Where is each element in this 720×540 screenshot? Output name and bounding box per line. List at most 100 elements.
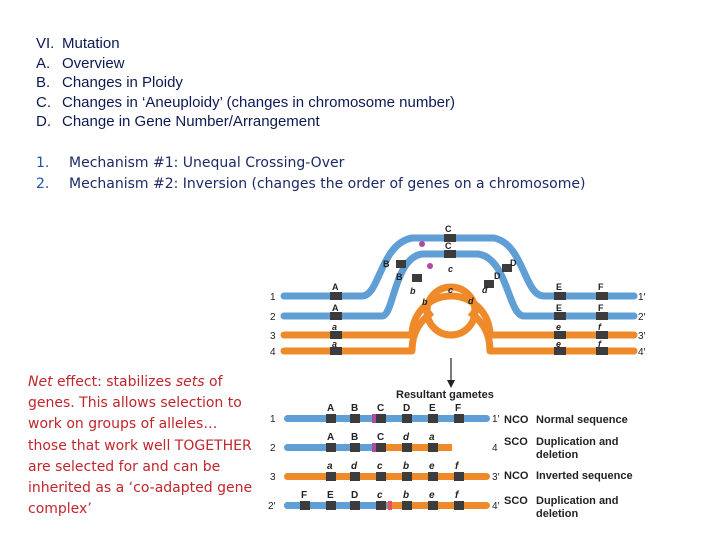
outline-item: D.Change in Gene Number/Arrangement [36,112,455,132]
strand-number-left: 3 [270,331,276,342]
gene-label: F [598,303,604,313]
outline-text: Changes in ‘Aneuploidy’ (changes in chro… [62,93,455,111]
gene-label: f [455,490,460,501]
strand-number-right: 4′ [638,347,646,358]
outline-key: C. [36,93,51,111]
gene-label: B [351,403,358,414]
gamete-number-left: 2 [270,443,276,454]
net-effect-body: of genes. This allows selection to work … [28,374,253,518]
crossover-mark [388,501,392,510]
gene-label: C [445,241,452,251]
mechanism-number: 2. [36,176,50,192]
gene-label: E [556,303,562,313]
gene-label: f [598,339,602,349]
gene-label: b [410,286,416,296]
chromatid-3 [280,292,638,339]
gamete-gene-labels: A B C D E F A B C d a a d c b e f F E D … [301,403,461,501]
gene-label: A [327,403,334,414]
gene-label: d [468,296,474,306]
gamete-number-left: 1 [270,414,276,425]
crossover-mark [372,443,376,452]
gene-label: D [351,490,358,501]
outline-text: Mutation [62,35,120,52]
gamete-number-right: 4 [492,443,498,454]
outline-item: VI. Mutation [36,34,455,54]
net-effect-part: effect: stabilizes [52,374,176,390]
net-effect-sets: sets [175,374,205,390]
gene-label: C [445,224,452,234]
outline-key: VI. [36,35,55,52]
net-effect-lead: Net [28,374,53,390]
gene-label: d [403,432,410,443]
gene-label: E [327,490,334,501]
gene-label: b [403,490,409,501]
strand-number-right: 2′ [638,312,646,323]
gene-label: f [455,461,460,472]
gene-label: E [556,282,562,292]
inversion-loop-diagram: 1 2 3 4 1′ 2′ 3′ 4′ C C B B c c b b D D … [270,224,646,358]
mechanism-number: 1. [36,155,50,171]
gamete-desc: Inverted sequence [536,470,633,482]
gene-label: A [327,432,334,443]
mechanism-text: Mechanism #2: Inversion (changes the ord… [69,176,586,192]
strand-number-left: 1 [270,292,276,303]
strand-number-left: 4 [270,347,276,358]
gene-label: c [448,264,453,274]
gene-label: c [448,285,453,295]
gene-label: e [556,322,561,332]
strand-number-right: 3′ [638,331,646,342]
mechanism-list: 1. Mechanism #1: Unequal Crossing-Over 2.… [36,153,585,195]
gamete-desc: Normal sequence [536,414,628,426]
mechanism-text: Mechanism #1: Unequal Crossing-Over [69,155,345,171]
inversion-loop-inner [423,283,479,339]
chromatid-2 [280,250,638,320]
inversion-figure: 1 2 3 4 1′ 2′ 3′ 4′ C C B B c c b b D D … [268,224,646,520]
gene-label: d [482,285,488,295]
gene-label: a [327,461,333,472]
outline-item: A.Overview [36,54,455,74]
gene-label: B [351,432,358,443]
gamete-number-left: 3 [270,472,276,483]
gamete-gene-bands [300,414,464,510]
gene-label: e [429,490,435,501]
gene-label: D [510,258,517,268]
orange-loop-link [408,309,494,352]
down-arrow-head [447,380,455,388]
gene-label: b [422,297,428,307]
gene-label: e [429,461,435,472]
strand-number-left: 2 [270,312,276,323]
gene-label: a [332,322,337,332]
gamete-rows: 1 2 3 2′ 1′ 4 3′ 4′ A B C D E F A B C d … [268,403,633,520]
mechanism-item: 2. Mechanism #2: Inversion (changes the o… [36,174,585,195]
mechanism-item: 1. Mechanism #1: Unequal Crossing-Over [36,153,585,174]
gamete-number-right: 1′ [492,414,500,425]
gamete-type: NCO [504,414,529,426]
outline-text: Overview [62,54,125,72]
gamete-type: NCO [504,470,529,482]
crossover-point [427,263,433,269]
gene-label: D [403,403,410,414]
gamete-strand-numbers: 1 2 3 2′ 1′ 4 3′ 4′ [268,414,500,512]
outline-text: Change in Gene Number/Arrangement [62,113,320,130]
outline-item: C. Changes in ‘Aneuploidy’ (changes in ch… [36,93,455,113]
gene-label: f [598,322,602,332]
gene-label: B [383,259,390,269]
outline-key: B. [36,74,51,91]
gene-label: b [403,461,409,472]
crossover-mark [372,414,376,423]
gene-label: A [332,282,339,292]
outline-item: B.Changes in Ploidy [36,73,455,93]
gamete-number-right: 3′ [492,472,500,483]
strand-number-right: 1′ [638,292,646,303]
gene-label: E [429,403,436,414]
gene-label: B [396,272,403,282]
gene-label: A [332,303,339,313]
gamete-number-right: 4′ [492,501,500,512]
gene-label: F [598,282,604,292]
gene-label: a [332,339,337,349]
gene-label: c [377,490,383,501]
pairing-gene-bands [330,234,608,355]
gene-label: C [377,403,384,414]
gene-label: c [377,461,383,472]
